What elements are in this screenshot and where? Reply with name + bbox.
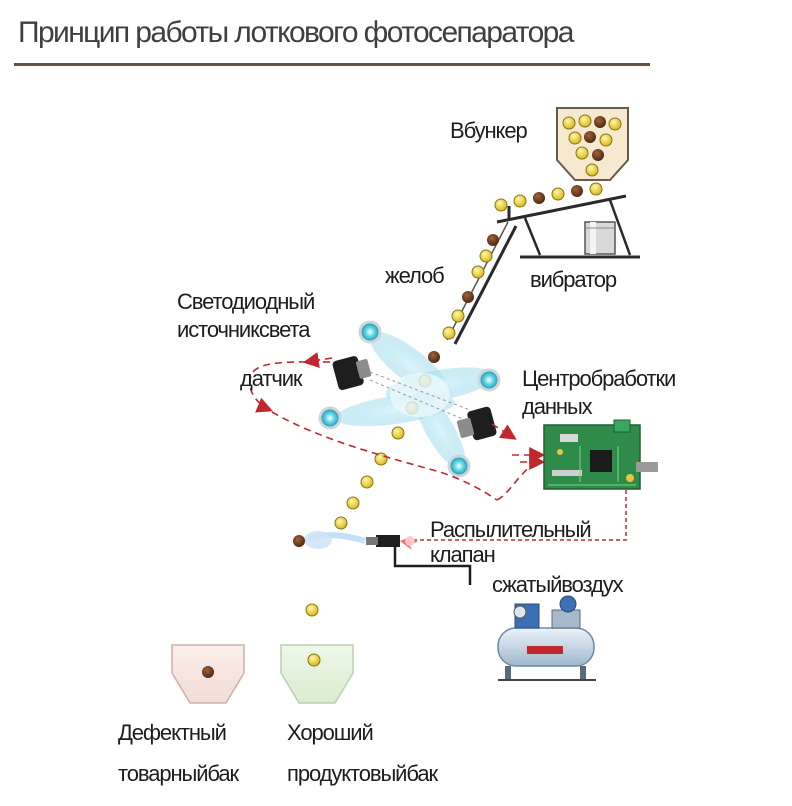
processor-label-line1: Центробработки [522,366,676,391]
light-beams [335,331,495,470]
air-compressor-icon [497,595,596,681]
vibrator-label: вибратор [530,267,617,292]
circuit-board-icon [543,419,658,490]
chute [446,221,518,345]
led-light-icon [318,320,501,478]
hopper-label: Вбункер [450,118,528,143]
defect-bin-label-line1: Дефектный [118,720,227,745]
processor-label-line2: данных [522,394,593,419]
valve-label-line2: клапан [430,542,496,567]
vibrator-icon [496,194,640,259]
page-title: Принцип работы лоткового фотосепаратора [18,16,574,49]
title-underline [14,63,650,66]
defect-bin-label-line2: товарныйбак [118,761,239,786]
good-bin-label-line1: Хороший [287,720,374,745]
valve-label-line1: Распылительный [430,517,592,542]
bin-icon [280,644,354,704]
led-label-line1: Светодиодный [177,289,315,314]
air-valve-icon [293,531,472,585]
sensor-label: датчик [240,366,303,391]
chute-label: желоб [385,263,445,288]
good-bin-label-line2: продуктовыйбак [287,761,438,786]
air-label: сжатыйвоздух [492,572,624,597]
valve-signal-line [412,490,627,541]
hopper-icon [556,107,629,181]
camera-sensor-icon [332,356,497,441]
signal-paths [248,352,546,501]
led-label-line2: источниксвета [177,317,310,342]
bin-icon [171,644,245,704]
